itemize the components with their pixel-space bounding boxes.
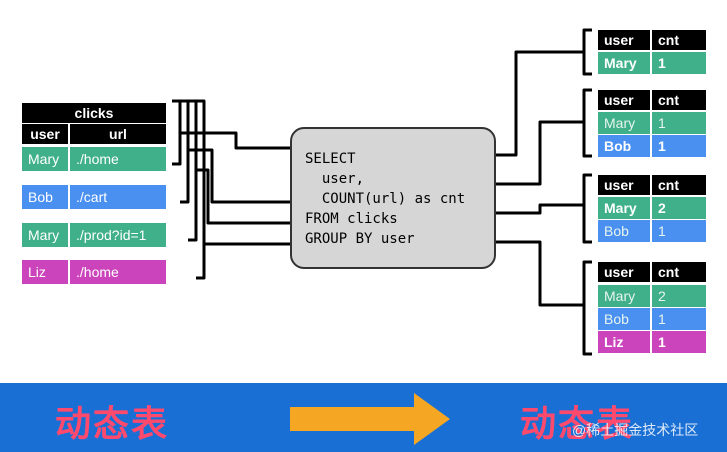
result-row-user: Mary — [598, 285, 650, 307]
result-row-user: Mary — [598, 197, 650, 219]
result-header-cnt: cnt — [652, 175, 706, 195]
sql-query-box: SELECT user, COUNT(url) as cnt FROM clic… — [290, 127, 496, 269]
input-row-url: ./cart — [70, 185, 166, 209]
banner-left-label: 动态表 — [55, 404, 170, 445]
result-row-cnt: 2 — [652, 285, 706, 307]
input-header-url: url — [70, 124, 166, 144]
input-row-user: Mary — [22, 147, 68, 171]
input-row-user: Bob — [22, 185, 68, 209]
result-row-cnt: 1 — [652, 52, 706, 74]
watermark: @稀土掘金技术社区 — [572, 422, 699, 438]
result-row-user: Bob — [598, 220, 650, 242]
sql-line: FROM clicks — [305, 211, 398, 227]
input-row-url: ./prod?id=1 — [70, 223, 166, 247]
result-row-user: Liz — [598, 331, 650, 353]
result-row-cnt: 1 — [652, 308, 706, 330]
result-row-cnt: 1 — [652, 135, 706, 157]
sql-line: COUNT(url) as cnt — [305, 191, 466, 207]
result-header-cnt: cnt — [652, 262, 706, 282]
result-row-user: Mary — [598, 112, 650, 134]
result-row-cnt: 2 — [652, 197, 706, 219]
bottom-banner: 动态表 动态表 @稀土掘金技术社区 — [0, 383, 727, 452]
input-header-user: user — [22, 124, 68, 144]
result-header-cnt: cnt — [652, 30, 706, 50]
input-table-title: clicks — [22, 103, 166, 123]
result-header-user: user — [598, 30, 650, 50]
input-row-user: Mary — [22, 223, 68, 247]
result-header-user: user — [598, 90, 650, 110]
sql-line: GROUP BY user — [305, 231, 415, 247]
result-header-cnt: cnt — [652, 90, 706, 110]
banner-right-label: 动态表 — [520, 404, 635, 445]
input-row-url: ./home — [70, 147, 166, 171]
result-row-cnt: 1 — [652, 220, 706, 242]
result-row-user: Mary — [598, 52, 650, 74]
result-header-user: user — [598, 262, 650, 282]
result-row-user: Bob — [598, 308, 650, 330]
result-row-cnt: 1 — [652, 331, 706, 353]
sql-line: user, — [305, 171, 365, 187]
result-header-user: user — [598, 175, 650, 195]
right-arrow-icon — [290, 393, 450, 445]
result-row-cnt: 1 — [652, 112, 706, 134]
input-row-url: ./home — [70, 260, 166, 284]
result-row-user: Bob — [598, 135, 650, 157]
input-row-user: Liz — [22, 260, 68, 284]
sql-line: SELECT — [305, 151, 356, 167]
